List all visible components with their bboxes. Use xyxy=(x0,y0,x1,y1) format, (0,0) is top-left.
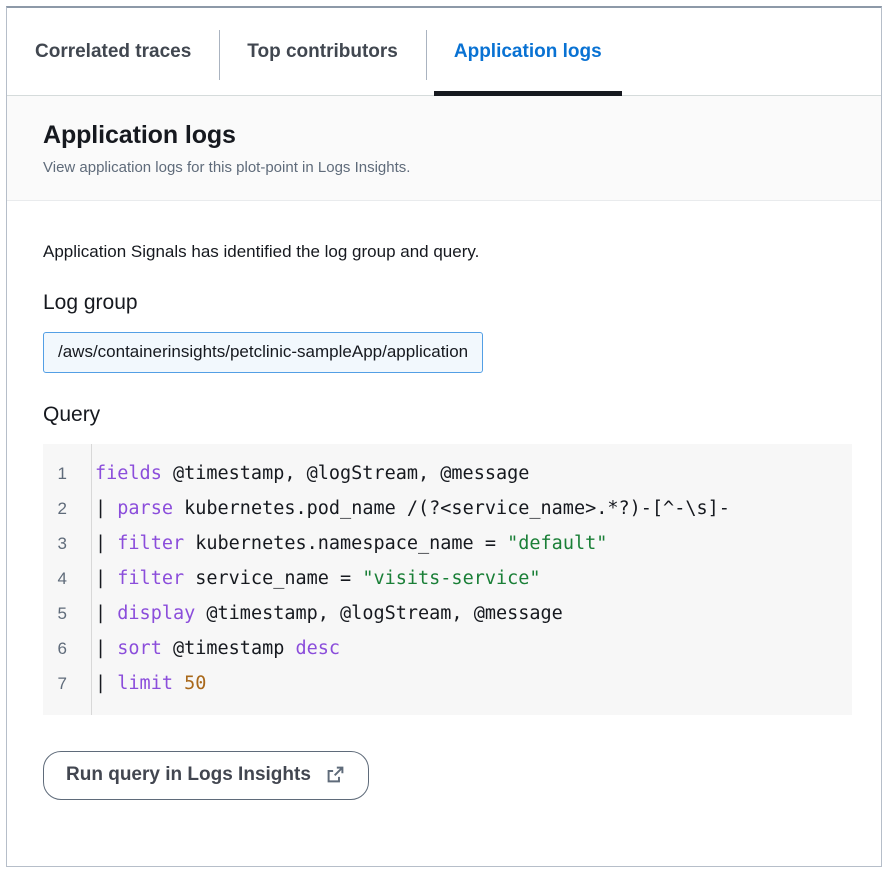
code-token: | xyxy=(95,637,118,659)
code-token: | xyxy=(95,672,118,694)
query-code-line: 6 | sort @timestamp desc xyxy=(43,631,852,666)
code-token xyxy=(173,673,184,694)
line-number: 3 xyxy=(57,533,67,553)
query-code-line: 2 | parse kubernetes.pod_name /(?<service… xyxy=(43,491,852,526)
code-token: | xyxy=(95,497,118,519)
panel-actions: Run query in Logs Insights xyxy=(7,715,881,800)
code-token: @timestamp, @logStream, @message xyxy=(161,462,530,484)
run-query-in-logs-insights-button[interactable]: Run query in Logs Insights xyxy=(43,750,369,800)
tab-label: Top contributors xyxy=(247,40,398,62)
code-token: @timestamp xyxy=(161,637,296,659)
page-title: Application logs xyxy=(43,121,236,149)
line-content: | parse kubernetes.pod_name /(?<service_… xyxy=(79,491,852,526)
panel-body: Application Signals has identified the l… xyxy=(7,201,881,715)
line-number: 5 xyxy=(57,603,67,623)
code-token: limit xyxy=(117,672,173,694)
code-token: parse xyxy=(117,497,173,519)
query-code-line: 4 | filter service_name = "visits-service… xyxy=(43,561,852,596)
intro-text: Application Signals has identified the l… xyxy=(43,242,480,262)
code-token: "default" xyxy=(507,532,608,554)
line-number: 2 xyxy=(57,498,67,518)
code-token: | xyxy=(95,532,118,554)
page-description: View application logs for this plot-poin… xyxy=(43,159,411,176)
query-code-line: 3 | filter kubernetes.namespace_name = "d… xyxy=(43,526,852,561)
run-query-button-label: Run query in Logs Insights xyxy=(66,763,311,785)
panel-header: Application logs View application logs f… xyxy=(7,96,881,202)
line-number: 1 xyxy=(57,463,67,483)
code-token: | xyxy=(95,602,118,624)
code-token: service_name = xyxy=(184,567,363,589)
query-code-line: 5 | display @timestamp, @logStream, @mess… xyxy=(43,596,852,631)
external-link-icon xyxy=(325,764,346,785)
query-code-line: 1 fields @timestamp, @logStream, @message xyxy=(43,456,852,491)
query-code-lines: 1 fields @timestamp, @logStream, @message… xyxy=(43,456,852,701)
tab-top-contributors[interactable]: Top contributors xyxy=(219,8,426,96)
tab-label: Correlated traces xyxy=(35,40,192,62)
line-content: fields @timestamp, @logStream, @message xyxy=(79,456,852,491)
line-number: 7 xyxy=(57,673,67,693)
line-number: 4 xyxy=(57,568,67,588)
code-token: sort xyxy=(117,637,162,659)
code-token: fields xyxy=(95,462,162,484)
code-token: desc xyxy=(295,637,341,659)
code-token: display xyxy=(117,602,196,624)
log-group-heading: Log group xyxy=(43,291,138,315)
code-token: kubernetes.namespace_name = xyxy=(184,532,508,554)
query-code-block: 1 fields @timestamp, @logStream, @message… xyxy=(43,443,852,715)
line-content: | filter kubernetes.namespace_name = "de… xyxy=(79,526,852,561)
log-group-value[interactable]: /aws/containerinsights/petclinic-sampleA… xyxy=(43,332,484,373)
code-token: @timestamp, @logStream, @message xyxy=(195,602,563,624)
tab-application-logs[interactable]: Application logs xyxy=(425,8,630,96)
code-token: 50 xyxy=(184,672,207,694)
query-heading: Query xyxy=(43,402,101,426)
panel-card: Correlated traces Top contributors Appli… xyxy=(6,6,882,867)
code-token: kubernetes.pod_name /(?<service_name>.*?… xyxy=(172,497,730,519)
line-content: | display @timestamp, @logStream, @messa… xyxy=(79,596,852,631)
tab-label: Application logs xyxy=(453,40,602,62)
tab-bar: Correlated traces Top contributors Appli… xyxy=(7,8,881,96)
line-content: | filter service_name = "visits-service" xyxy=(79,561,852,596)
code-token: "visits-service" xyxy=(362,567,541,589)
line-number: 6 xyxy=(57,638,67,658)
query-code-line: 7 | limit 50 xyxy=(43,666,852,701)
line-content: | sort @timestamp desc xyxy=(79,631,852,666)
tab-correlated-traces[interactable]: Correlated traces xyxy=(7,8,219,96)
code-token: filter xyxy=(117,567,185,589)
line-content: | limit 50 xyxy=(79,666,852,701)
code-token: | xyxy=(95,567,118,589)
code-token: filter xyxy=(117,532,185,554)
